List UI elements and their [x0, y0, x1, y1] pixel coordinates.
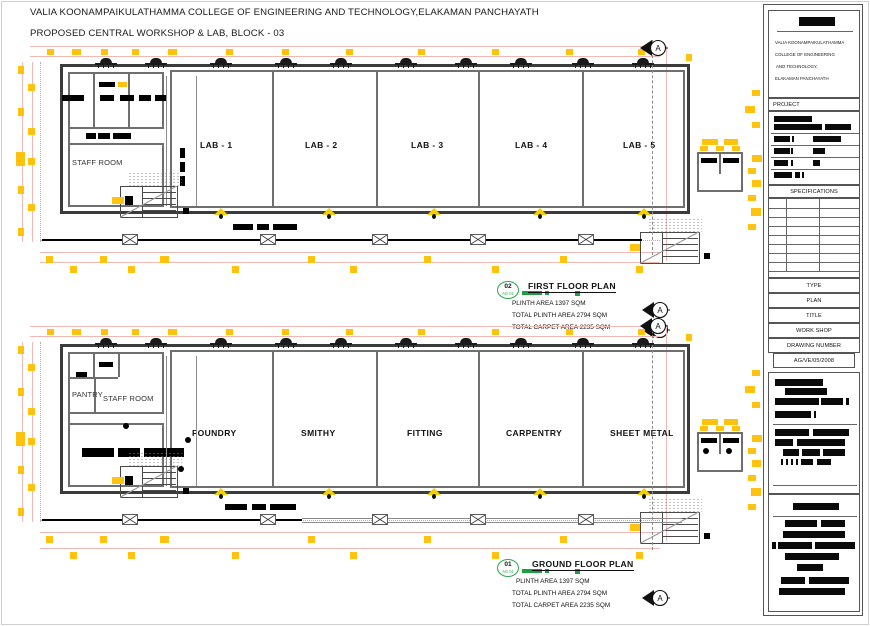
logo-redaction: [799, 17, 835, 26]
manhole-symbol: [470, 234, 486, 245]
title-block-org-box: VALIA KOONAMPAIKULATHAMMA COLLEGE OF ENG…: [768, 10, 860, 98]
title-value: WORK SHOP: [796, 328, 832, 334]
section-marker-a-ff-top: A: [640, 38, 668, 58]
room-label-lab-5: LAB - 5: [623, 140, 656, 150]
area-ff-plinth: PLINTH AREA 1397 SQM: [512, 300, 586, 307]
manhole-symbol: [122, 234, 138, 245]
type-value: PLAN: [806, 298, 822, 304]
callout-number-ff: 02: [504, 283, 512, 290]
section-marker-a-gf-top: A: [640, 316, 668, 336]
manhole-symbol: [122, 514, 138, 525]
room-label-staff-room-gf: STAFF ROOM: [103, 394, 154, 403]
title-block-type-value-box: PLAN: [768, 293, 860, 308]
area-gf-total-carpet: TOTAL CARPET AREA 2235 SQM: [512, 602, 611, 609]
room-label-foundry: FOUNDRY: [192, 428, 237, 438]
svg-text:A: A: [657, 594, 663, 603]
manhole-symbol: [578, 234, 594, 245]
title-block-title-header-box: TITLE: [768, 308, 860, 323]
manhole-symbol: [372, 234, 388, 245]
room-label-staff-room-ff: STAFF ROOM: [72, 158, 123, 167]
room-label-sheet-metal: SHEET METAL: [610, 428, 674, 438]
room-label-carpentry: CARPENTRY: [506, 428, 563, 438]
type-header: TYPE: [806, 283, 822, 289]
title-block-title-value-box: WORK SHOP: [768, 323, 860, 338]
area-ff-total-plinth: TOTAL PLINTH AREA 2794 SQM: [512, 312, 608, 319]
door-glyph-ff-5: [637, 208, 651, 219]
drawing-number-value: AG/VE/05/2008: [793, 358, 835, 364]
title-block: VALIA KOONAMPAIKULATHAMMA COLLEGE OF ENG…: [763, 4, 863, 616]
area-gf-plinth: PLINTH AREA 1397 SQM: [516, 578, 590, 585]
title-block-project-header-box: PROJECT: [768, 98, 860, 111]
title-header: TITLE: [806, 313, 822, 319]
area-ff-total-carpet: TOTAL CARPET AREA 2235 SQM: [512, 324, 611, 331]
callout-bubble-ground-floor: 01 AG 01: [497, 559, 519, 577]
svg-text:A: A: [655, 322, 661, 331]
title-block-consultant-block: [768, 372, 860, 494]
room-label-pantry: PANTRY: [72, 390, 103, 399]
manhole-symbol: [470, 514, 486, 525]
org-line-3: AND TECHNOLOGY,: [776, 64, 818, 69]
room-label-smithy: SMITHY: [301, 428, 336, 438]
manhole-symbol: [260, 514, 276, 525]
door-glyph-gf-1: [214, 488, 228, 499]
door-glyph-ff-2: [322, 208, 336, 219]
title-block-drawing-number-value-box: AG/VE/05/2008: [773, 353, 855, 368]
door-glyph-gf-3: [427, 488, 441, 499]
section-marker-a-mid-1: A: [642, 300, 670, 320]
callout-bubble-first-floor: 02 AG 01: [497, 281, 519, 299]
door-glyph-gf-5: [637, 488, 651, 499]
door-glyph-gf-4: [533, 488, 547, 499]
org-line-1: VALIA KOONAMPAIKULATHAMMA: [775, 40, 845, 45]
org-line-4: ELAKAMAN PANCHAYATH: [775, 76, 829, 81]
sheet-title-line2: PROPOSED CENTRAL WORKSHOP & LAB, BLOCK -…: [30, 28, 285, 39]
section-marker-a-gf-bottom: A: [642, 588, 670, 608]
title-block-specifications-grid: [768, 198, 860, 278]
room-label-fitting: FITTING: [407, 428, 443, 438]
svg-text:A: A: [655, 44, 661, 53]
callout-sub-gf: AG 01: [502, 569, 514, 574]
org-line-2: COLLEGE OF ENGINEERING: [775, 52, 835, 57]
manhole-symbol: [260, 234, 276, 245]
staircase-right-ff: [640, 232, 700, 264]
room-label-lab-4: LAB - 4: [515, 140, 548, 150]
title-block-project-body: [768, 111, 860, 185]
callout-sub-ff: AG 01: [502, 291, 514, 296]
svg-text:A: A: [657, 306, 663, 315]
title-block-specifications-header-box: SPECIFICATIONS: [768, 185, 860, 198]
window-row-top-ff: [0, 0, 760, 300]
window-row-top-gf: [0, 280, 760, 580]
door-glyph-gf-2: [322, 488, 336, 499]
title-block-drawing-number-header-box: DRAWING NUMBER: [768, 338, 860, 353]
area-gf-total-plinth: TOTAL PLINTH AREA 2794 SQM: [512, 590, 608, 597]
plan-title-ground-floor: GROUND FLOOR PLAN: [532, 559, 634, 571]
room-label-lab-2: LAB - 2: [305, 140, 338, 150]
room-label-lab-3: LAB - 3: [411, 140, 444, 150]
door-glyph-ff-4: [533, 208, 547, 219]
first-floor-plan: LAB - 1 LAB - 2 LAB - 3 LAB - 4 LAB - 5 …: [0, 0, 762, 300]
drawing-number-header: DRAWING NUMBER: [786, 343, 842, 349]
room-label-lab-1: LAB - 1: [200, 140, 233, 150]
title-block-client-block: [768, 494, 860, 612]
callout-number-gf: 01: [504, 561, 512, 568]
specifications-header: SPECIFICATIONS: [790, 189, 838, 195]
project-header: PROJECT: [773, 102, 800, 108]
manhole-symbol: [372, 514, 388, 525]
door-glyph-ff-3: [427, 208, 441, 219]
ground-floor-plan: FOUNDRY SMITHY FITTING CARPENTRY SHEET M…: [0, 280, 762, 620]
title-block-type-header-box: TYPE: [768, 278, 860, 293]
sheet-title-line1: VALIA KOONAMPAIKULATHAMMA COLLEGE OF ENG…: [30, 7, 539, 18]
manhole-symbol: [578, 514, 594, 525]
door-glyph-ff-1: [214, 208, 228, 219]
plan-title-first-floor: FIRST FLOOR PLAN: [528, 281, 616, 293]
